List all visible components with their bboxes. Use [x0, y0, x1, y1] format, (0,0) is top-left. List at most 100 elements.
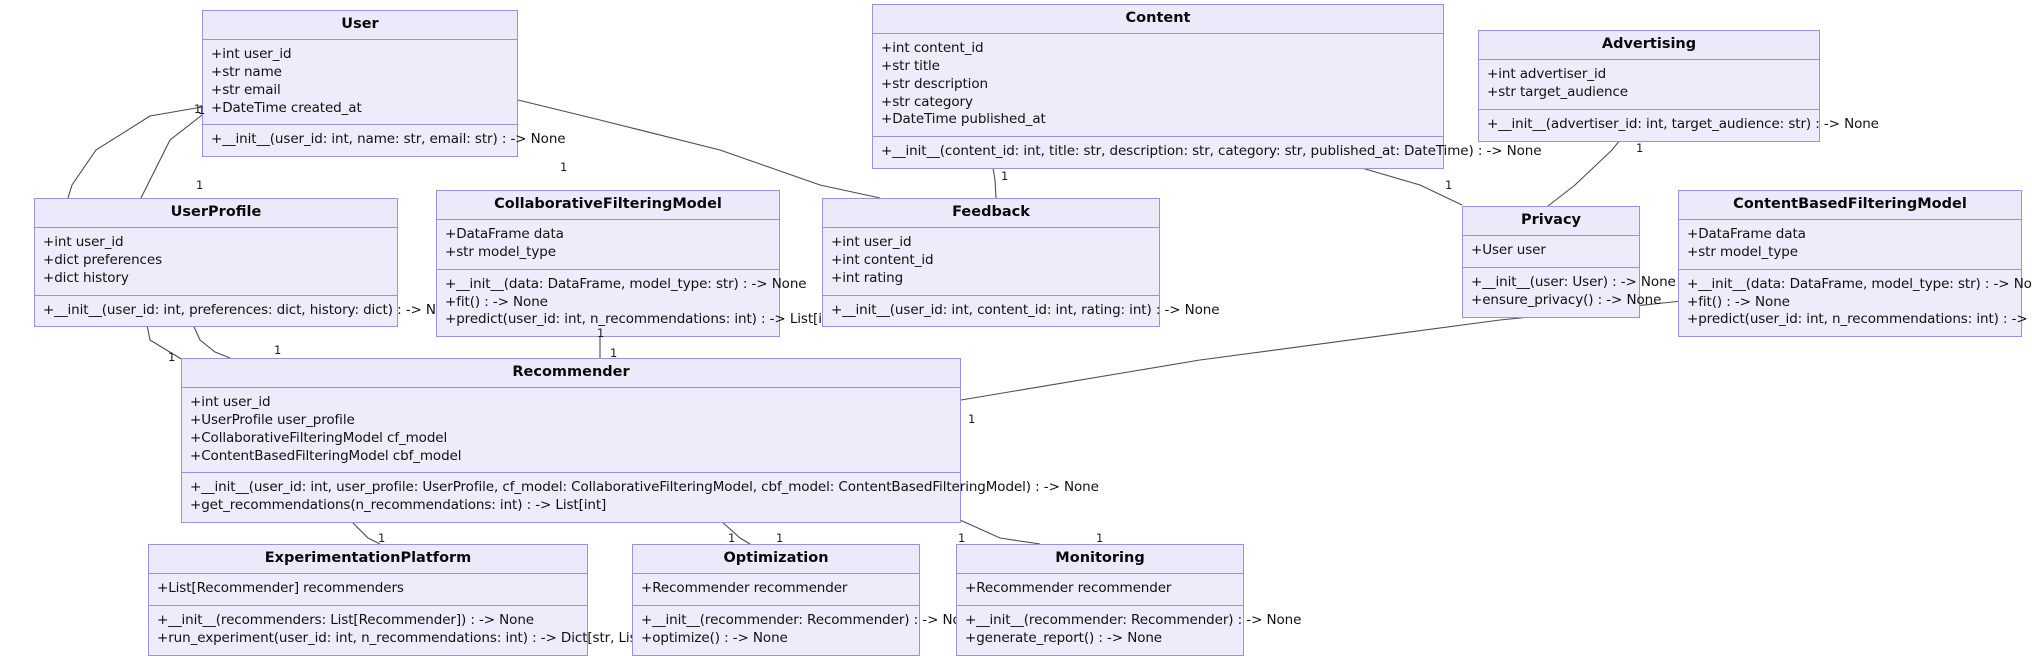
multiplicity-label: 1 [274, 343, 282, 357]
attribute-row: +int user_id [43, 233, 124, 250]
attribute-row: +DataFrame data [1687, 225, 1806, 242]
class-title-optimization: Optimization [633, 545, 919, 574]
methods-section-monitoring: +__init__(recommender: Recommender) : ->… [957, 606, 1302, 655]
attribute-row: +str model_type [1687, 243, 1798, 260]
multiplicity-label: 1 [198, 103, 206, 117]
method-row: +fit() : -> None [1687, 293, 1790, 310]
attributes-section-monitoring: +Recommender recommender [957, 574, 1243, 606]
multiplicity-label: 1 [776, 531, 784, 545]
attributes-section-userprofile: +int user_id+dict preferences+dict histo… [35, 228, 397, 296]
methods-section-cbfmodel: +__init__(data: DataFrame, model_type: s… [1679, 270, 2032, 337]
uml-class-content[interactable]: Content+int content_id+str title+str des… [872, 4, 1542, 170]
attributes-section-content: +int content_id+str title+str descriptio… [873, 34, 1443, 138]
method-row: +predict(user_id: int, n_recommendations… [445, 311, 841, 328]
attribute-row: +int content_id [831, 251, 934, 268]
attribute-row: +str description [881, 75, 988, 92]
method-row: +get_recommendations(n_recommendations: … [190, 497, 607, 514]
methods-section-advertising: +__init__(advertiser_id: int, target_aud… [1479, 110, 1879, 141]
method-row: +__init__(advertiser_id: int, target_aud… [1487, 115, 1879, 132]
association-edge-user-feedback [517, 99, 881, 199]
uml-class-userprofile[interactable]: UserProfile+int user_id+dict preferences… [34, 198, 461, 328]
attribute-row: +int advertiser_id [1487, 65, 1607, 82]
attribute-row: +UserProfile user_profile [190, 411, 355, 428]
multiplicity-label: 1 [597, 326, 605, 340]
multiplicity-label: 1 [194, 102, 202, 116]
multiplicity-label: 1 [1636, 141, 1644, 155]
method-row: +__init__(user: User) : -> None [1471, 273, 1676, 290]
attribute-row: +dict preferences [43, 251, 163, 268]
method-row: +__init__(recommenders: List[Recommender… [157, 611, 535, 628]
attribute-row: +DataFrame data [445, 225, 564, 242]
methods-section-experimentation: +__init__(recommenders: List[Recommender… [149, 606, 675, 655]
method-row: +__init__(data: DataFrame, model_type: s… [1687, 275, 2032, 292]
multiplicity-label: 1 [728, 531, 736, 545]
methods-section-feedback: +__init__(user_id: int, content_id: int,… [823, 296, 1220, 327]
attribute-row: +DateTime created_at [211, 99, 362, 116]
multiplicity-label: 1 [560, 160, 568, 174]
method-row: +__init__(user_id: int, name: str, email… [211, 131, 566, 148]
method-row: +optimize() : -> None [641, 629, 788, 646]
class-title-advertising: Advertising [1479, 31, 1819, 60]
attribute-row: +int content_id [881, 39, 984, 56]
methods-section-content: +__init__(content_id: int, title: str, d… [873, 137, 1542, 168]
uml-class-feedback[interactable]: Feedback+int user_id+int content_id+int … [822, 198, 1220, 328]
attributes-section-optimization: +Recommender recommender [633, 574, 919, 606]
multiplicity-label: 1 [196, 178, 204, 192]
method-row: +__init__(recommender: Recommender) : ->… [965, 611, 1302, 628]
uml-class-experimentation[interactable]: ExperimentationPlatform+List[Recommender… [148, 544, 675, 656]
class-title-privacy: Privacy [1463, 207, 1639, 236]
multiplicity-label: 1 [168, 350, 176, 364]
method-row: +__init__(user_id: int, preferences: dic… [43, 301, 461, 318]
uml-class-cbfmodel[interactable]: ContentBasedFilteringModel+DataFrame dat… [1678, 190, 2032, 338]
method-row: +__init__(data: DataFrame, model_type: s… [445, 275, 807, 292]
methods-section-privacy: +__init__(user: User) : -> None+ensure_p… [1463, 268, 1676, 317]
attributes-section-advertising: +int advertiser_id+str target_audience [1479, 60, 1819, 110]
multiplicity-label: 1 [958, 531, 966, 545]
class-title-monitoring: Monitoring [957, 545, 1243, 574]
method-row: +__init__(content_id: int, title: str, d… [881, 143, 1542, 160]
attribute-row: +ContentBasedFilteringModel cbf_model [190, 447, 462, 464]
attribute-row: +str category [881, 93, 973, 110]
attribute-row: +str model_type [445, 243, 556, 260]
uml-class-advertising[interactable]: Advertising+int advertiser_id+str target… [1478, 30, 1879, 142]
attribute-row: +int user_id [211, 45, 292, 62]
methods-section-recommender: +__init__(user_id: int, user_profile: Us… [182, 473, 1099, 522]
attributes-section-privacy: +User user [1463, 236, 1639, 268]
method-row: +__init__(user_id: int, user_profile: Us… [190, 479, 1099, 496]
attribute-row: +str title [881, 57, 940, 74]
attribute-row: +int user_id [190, 393, 271, 410]
uml-class-monitoring[interactable]: Monitoring+Recommender recommender +__ini… [956, 544, 1302, 656]
multiplicity-label: 1 [1096, 531, 1104, 545]
method-row: +fit() : -> None [445, 293, 548, 310]
attributes-section-cfmodel: +DataFrame data+str model_type [437, 220, 779, 270]
attributes-section-feedback: +int user_id+int content_id+int rating [823, 228, 1159, 296]
attribute-row: +int rating [831, 269, 904, 286]
attributes-section-cbfmodel: +DataFrame data+str model_type [1679, 220, 2021, 270]
class-title-feedback: Feedback [823, 199, 1159, 228]
method-row: +predict(user_id: int, n_recommendations… [1687, 311, 2032, 328]
attribute-row: +dict history [43, 269, 129, 286]
attribute-row: +str target_audience [1487, 83, 1629, 100]
attributes-section-recommender: +int user_id+UserProfile user_profile +Co… [182, 388, 960, 474]
class-title-experimentation: ExperimentationPlatform [149, 545, 587, 574]
method-row: +__init__(user_id: int, content_id: int,… [831, 301, 1220, 318]
uml-class-user[interactable]: User+int user_id+str name+str email+Date… [202, 10, 566, 158]
method-row: +__init__(recommender: Recommender) : ->… [641, 611, 978, 628]
class-title-user: User [203, 11, 517, 40]
attribute-row: +Recommender recommender [641, 579, 848, 596]
attribute-row: +int user_id [831, 233, 912, 250]
uml-class-cfmodel[interactable]: CollaborativeFilteringModel+DataFrame da… [436, 190, 841, 338]
class-title-userprofile: UserProfile [35, 199, 397, 228]
uml-class-recommender[interactable]: Recommender+int user_id+UserProfile user… [181, 358, 1099, 524]
uml-class-privacy[interactable]: Privacy+User user+__init__(user: User) :… [1462, 206, 1676, 318]
class-title-content: Content [873, 5, 1443, 34]
attribute-row: +str name [211, 63, 282, 80]
methods-section-cfmodel: +__init__(data: DataFrame, model_type: s… [437, 270, 841, 337]
method-row: +ensure_privacy() : -> None [1471, 291, 1662, 308]
attributes-section-experimentation: +List[Recommender] recommenders [149, 574, 587, 606]
uml-class-optimization[interactable]: Optimization +Recommender recommender +__i… [632, 544, 978, 656]
attributes-section-user: +int user_id+str name+str email+DateTime… [203, 40, 517, 126]
methods-section-optimization: +__init__(recommender: Recommender) : ->… [633, 606, 978, 655]
methods-section-user: +__init__(user_id: int, name: str, email… [203, 125, 566, 156]
